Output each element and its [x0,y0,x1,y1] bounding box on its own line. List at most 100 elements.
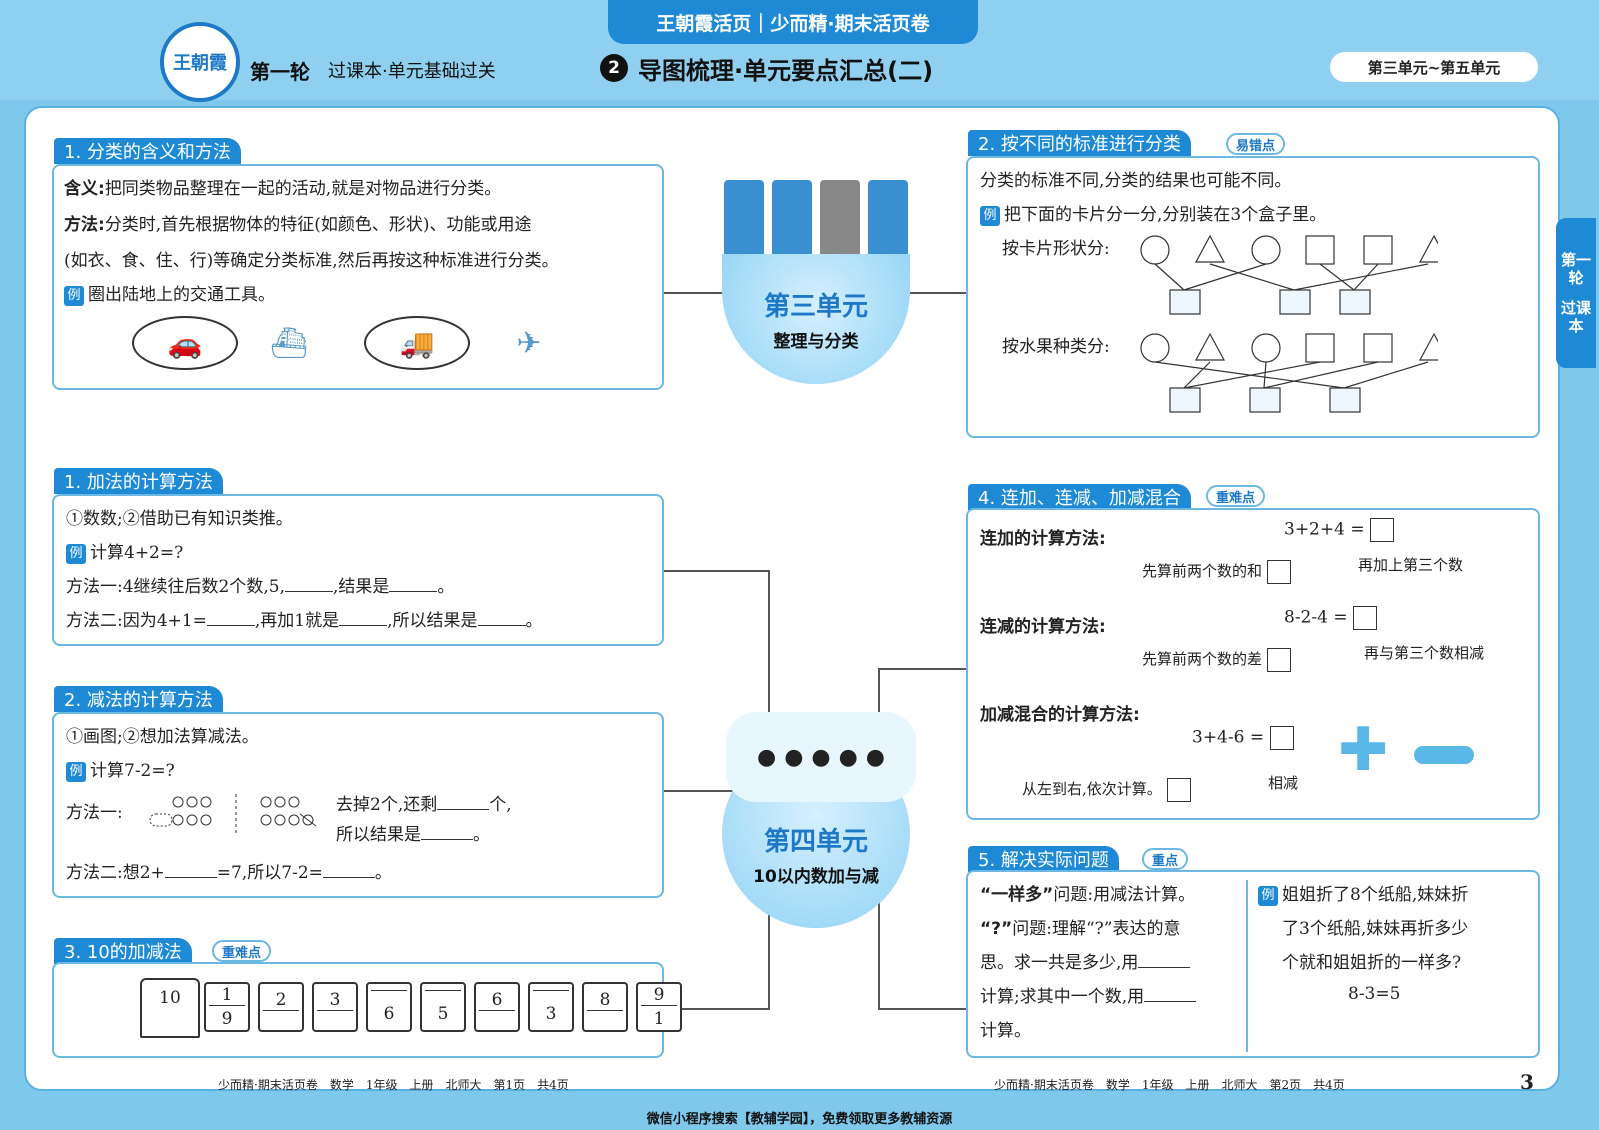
plus-character-icon: ✚ [1338,715,1389,785]
example-line: 例计算4+2=? [66,538,183,564]
train-car-top[interactable] [533,990,569,992]
card-matching-diagram [1140,234,1438,413]
page-number: 3 [1520,1070,1534,1094]
page-title-wrap: 2 导图梳理·单元要点汇总(二) [600,50,990,86]
card-triangle-icon [1418,234,1438,263]
bin-icon [820,180,860,260]
train-car-top[interactable]: 9 [641,985,677,1007]
card-square-icon [1305,235,1335,265]
sub-chain-label: 连减的计算方法: [980,617,1106,637]
train-car-bottom[interactable]: 5 [437,1003,449,1024]
problem-example-line2: 了3个纸船,妹妹再折多少 [1282,919,1469,939]
train-car-top[interactable]: 3 [317,990,353,1012]
unit3-subtitle: 整理与分类 [773,332,859,352]
add-chain-label: 连加的计算方法: [980,529,1106,549]
problem-example-line3: 个就和姐姐折的一样多? [1282,953,1462,973]
train-car-top[interactable] [425,990,461,992]
q-rule3: 计算;求其中一个数,用 [980,982,1197,1007]
standard-line1: 分类的标准不同,分类的结果也可能不同。 [980,171,1292,191]
sub-method-box: ①画图;②想加法算减法。 例计算7-2=? 方法一: 去掉2个,还剩个, 所以结… [52,712,664,898]
train-car-bottom[interactable]: 1 [653,1008,665,1029]
error-prone-tag: 易错点 [1226,133,1286,155]
train-car-bottom[interactable]: 9 [221,1008,233,1029]
train-car-top[interactable]: 2 [263,990,299,1012]
panda-icon: ● [865,744,885,770]
train-car-bottom[interactable]: 6 [383,1003,395,1024]
train-car-top[interactable]: 6 [479,990,515,1012]
train-car-top[interactable]: 1 [209,985,245,1007]
section-title-sub: 2. 减法的计算方法 [54,686,223,712]
bin-icon [868,180,908,260]
same-rule: “一样多”问题:用减法计算。 [980,885,1196,905]
units-badge: 第三单元~第五单元 [1330,52,1538,82]
car-icon[interactable]: 🚗 [132,316,238,370]
bin-icon [724,180,764,260]
ship-icon[interactable]: ⛴ [269,325,309,361]
answer-box[interactable] [1353,606,1377,630]
method-line2: (如衣、食、住、行)等确定分类标准,然后再按这种标准进行分类。 [64,251,559,271]
sub-method1-label: 方法一: [66,803,123,823]
train-car-top[interactable] [371,990,407,992]
train-car: 5 [420,982,466,1032]
sub-method1-text: 去掉2个,还剩个, [336,795,512,815]
train-car: 6 [366,982,412,1032]
answer-box[interactable] [1266,648,1291,672]
q-rule2: 思。求一共是多少,用 [980,948,1191,973]
example-icon: 例 [66,543,86,564]
connector-line [662,790,770,792]
answer-box[interactable] [1269,726,1294,750]
meaning-line: 含义:把同类物品整理在一起的活动,就是对物品进行分类。 [64,179,502,199]
example-icon: 例 [64,285,84,306]
add-line1: ①数数;②借助已有知识类推。 [66,509,293,529]
unit4-subtitle: 10以内数加与减 [753,867,879,887]
connector-line [878,668,968,670]
add-chain-expr: 3+2+4 = [1284,518,1394,542]
panda-icon: ● [756,744,777,770]
problem-example-line1: 例姐姐折了8个纸船,妹妹折 [1258,880,1468,906]
add-method-box: ①数数;②借助已有知识类推。 例计算4+2=? 方法一:4继续往后数2个数,5,… [52,494,664,646]
section-title-add: 1. 加法的计算方法 [54,468,223,494]
side-tab[interactable]: 第一轮 过课本 [1556,218,1596,368]
train-car-top[interactable]: 8 [587,990,623,1012]
add-method2: 方法二:因为4+1=,再加1就是,所以结果是。 [66,611,543,631]
unit3-title: 第三单元 [763,292,868,322]
sub-method1-result: 所以结果是。 [336,825,490,845]
answer-box[interactable] [1370,518,1394,542]
mix-expr: 3+4-6 = [1192,726,1294,750]
classify-meaning-box: 含义:把同类物品整理在一起的活动,就是对物品进行分类。 方法:分类时,首先根据物… [52,164,664,390]
example-icon: 例 [66,761,86,782]
footer-right: 少而精·期末活页卷 数学 1年级 上册 北师大 第2页 共4页 [994,1078,1345,1092]
classify-standard-box: 分类的标准不同,分类的结果也可能不同。 例把下面的卡片分一分,分别装在3个盒子里… [966,156,1540,438]
panda-icon: ● [811,744,831,770]
q-rule1: “?”问题:理解“?”表达的意 [980,919,1181,939]
card-triangle-icon [1194,234,1226,263]
recycle-bins-illustration [718,170,914,262]
by-shape-label: 按卡片形状分: [1002,239,1110,259]
train-car: 8 [582,982,628,1032]
section-title-problem: 5. 解决实际问题 [968,846,1119,872]
connector-line [910,292,968,294]
engine-number: 10 [159,988,181,1008]
bottom-note: 微信小程序搜索【教辅学园】，免费领取更多教辅资源 [646,1111,953,1127]
sub-line1: ①画图;②想加法算减法。 [66,727,259,747]
card-circle-icon [1140,235,1170,265]
train-car: 6 [474,982,520,1032]
problem-box: “一样多”问题:用减法计算。 “?”问题:理解“?”表达的意 思。求一共是多少,… [966,870,1540,1058]
example-line: 例圈出陆地上的交通工具。 [64,280,275,306]
answer-box[interactable] [1166,778,1191,802]
round-label: 第一轮 [250,60,310,84]
connector-line [662,570,770,572]
train-engine: 10 [140,978,200,1038]
plane-icon[interactable]: ✈ [516,325,542,361]
section-title-classify-standard: 2. 按不同的标准进行分类 [968,130,1191,156]
unit4-title: 第四单元 [763,827,868,857]
add-chain-then: 再加上第三个数 [1358,556,1464,574]
section-title-ten: 3. 10的加减法 [54,938,192,964]
side-tab-line1: 第一轮 [1560,251,1591,287]
answer-box[interactable] [1266,560,1291,584]
train-car-bottom[interactable]: 3 [545,1003,557,1024]
truck-icon[interactable]: 🚚 [364,316,470,370]
mix-order: 从左到右,依次计算。 [1022,778,1191,802]
brand-logo: 王朝霞 [160,22,240,102]
